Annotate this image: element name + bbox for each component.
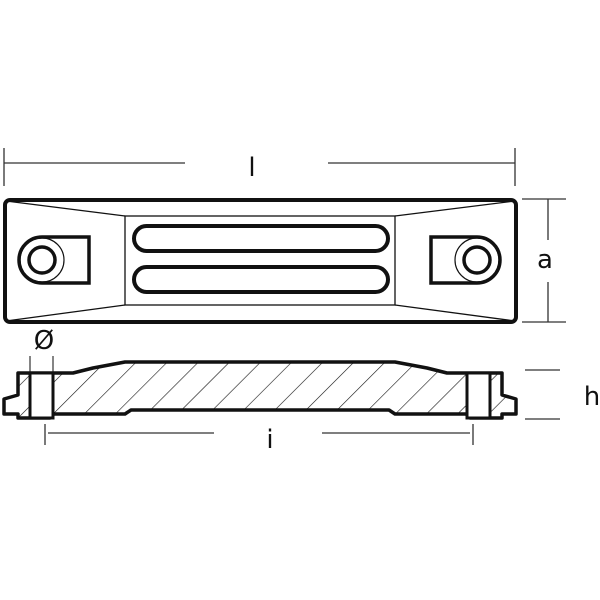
dimension-length (3, 148, 516, 186)
hole-spacing-label: i (266, 425, 273, 455)
dimension-hole-spacing (44, 424, 474, 445)
width-label: a (537, 245, 553, 275)
slot-bottom (132, 265, 390, 294)
dimension-height (525, 369, 560, 420)
top-view (3, 198, 518, 324)
side-view-section (2, 360, 518, 420)
length-label: l (248, 153, 255, 183)
slot-top (132, 224, 390, 253)
hole-diameter-extension (29, 356, 54, 374)
mount-ear-right (429, 235, 502, 285)
mount-ear-left (17, 235, 91, 285)
height-label: h (584, 382, 600, 412)
hole-diameter-label: Ø (34, 326, 54, 356)
dimension-width (522, 198, 566, 323)
